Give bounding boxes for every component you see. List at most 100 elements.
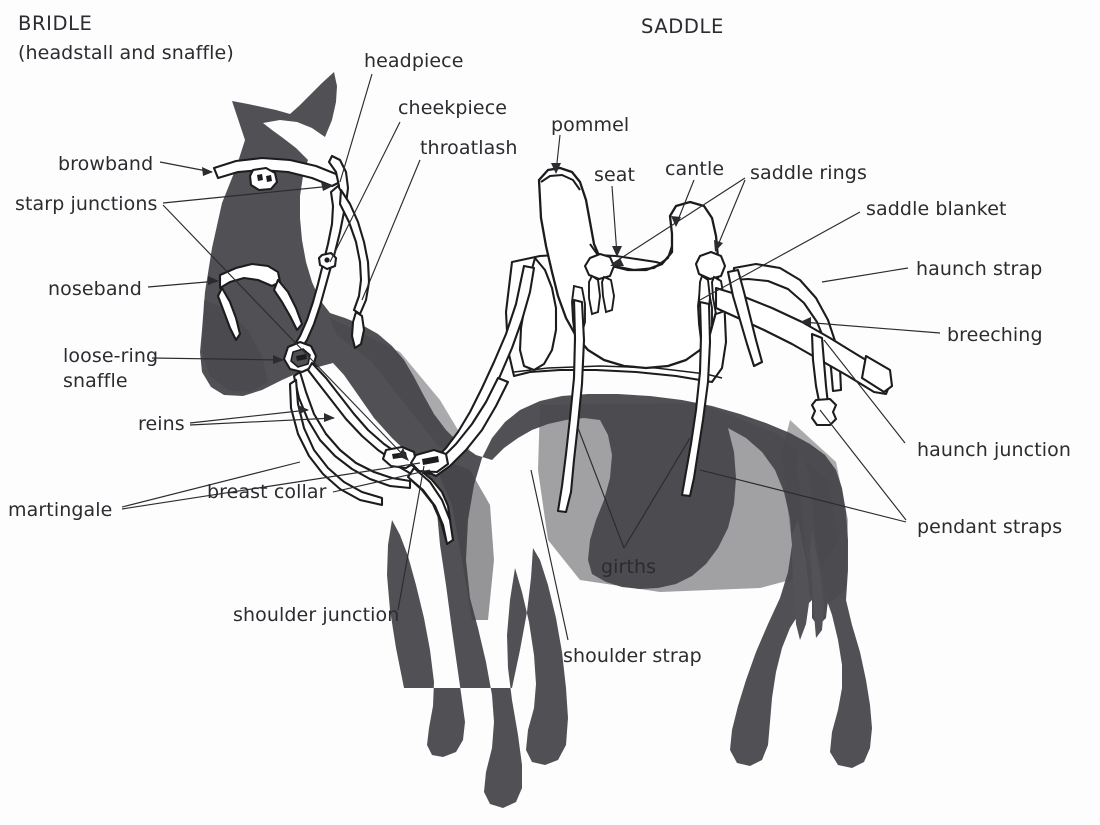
throatlash-strap	[338, 188, 371, 316]
leader-starp-2	[162, 204, 409, 461]
loose-ring-bit-mouthpiece	[296, 354, 307, 361]
leader-noseband-arrow	[208, 276, 219, 285]
label-snaffle: snaffle	[63, 370, 128, 392]
browband-ornament-detail-1	[257, 174, 263, 181]
label-haunch-junction: haunch junction	[917, 439, 1072, 461]
horse-tail-wisps	[792, 520, 824, 640]
leader-haunch-junction	[823, 339, 906, 444]
label-browband: browband	[58, 153, 154, 175]
leader-breeching-arrow	[800, 317, 811, 326]
leader-shoulder-junction	[397, 465, 425, 611]
leader-saddle-blanket	[699, 211, 861, 301]
saddle-ring-front-tails	[588, 274, 615, 316]
heading-bridle-line1: BRIDLE	[18, 12, 93, 35]
label-martingale: martingale	[8, 499, 113, 521]
haunch-hip-strap	[726, 268, 764, 368]
breeching-band	[714, 286, 892, 396]
chest-wrap-strap	[406, 466, 455, 546]
leader-lines	[121, 73, 941, 641]
browband-strap	[212, 156, 342, 188]
label-shoulder-strap: shoulder strap	[563, 645, 702, 667]
label-cheekpiece: cheekpiece	[398, 97, 508, 119]
label-saddle-blanket: saddle blanket	[866, 198, 1007, 220]
saddle-group	[504, 166, 728, 384]
leader-haunch-strap	[821, 267, 909, 283]
horse-body-shape	[200, 72, 872, 808]
label-reins: reins	[138, 413, 185, 435]
leader-girths-2	[623, 437, 691, 549]
leader-reins-2	[189, 417, 335, 426]
leader-snaffle	[151, 357, 284, 361]
leader-starp-arrow-1	[321, 182, 333, 191]
girth-front	[556, 298, 586, 514]
leader-pendant-1	[819, 409, 907, 521]
girth-group	[406, 264, 712, 546]
saddle-ring-rear	[694, 250, 727, 281]
label-seat: seat	[594, 164, 636, 186]
horse-shadow-shoulder	[430, 455, 494, 620]
leader-noseband	[147, 280, 219, 288]
leader-girths-1	[577, 427, 625, 549]
label-pommel: pommel	[551, 114, 630, 136]
horse-shadow-neck	[330, 318, 470, 450]
leader-browband-arrow	[202, 167, 213, 176]
saddle-ring-front	[583, 252, 616, 281]
leader-seat-arrow	[612, 246, 622, 257]
label-breeching: breeching	[947, 324, 1043, 346]
leader-snaffle-arrow	[273, 355, 284, 364]
browband-ornament-detail-2	[266, 175, 272, 182]
haunch-strap	[731, 262, 843, 393]
label-breast-collar: breast collar	[207, 481, 327, 503]
leader-martingale-1	[121, 462, 421, 510]
leader-seat	[611, 185, 618, 256]
saddle-pommel-edge	[540, 173, 581, 191]
throatlash-tail	[350, 310, 366, 350]
shoulder-strap-lower	[426, 376, 510, 478]
label-girths: girths	[601, 556, 657, 578]
horse-shadow-muzzle	[202, 300, 268, 392]
shoulder-junction-slot	[422, 456, 439, 465]
label-pendant-straps: pendant straps	[917, 516, 1063, 538]
leader-saddle-rings-arrow-1	[610, 258, 624, 266]
pendant-strap-end	[810, 397, 838, 427]
rein-loop-extra	[288, 378, 384, 507]
label-saddle-rings: saddle rings	[750, 162, 867, 184]
leader-saddle-rings-1	[611, 177, 746, 265]
leader-shoulder-strap	[530, 469, 569, 641]
label-headpiece: headpiece	[364, 50, 464, 72]
leader-breeching	[801, 321, 941, 334]
heading-bridle-line2: (headstall and snaffle)	[18, 42, 234, 64]
leader-martingale-2	[121, 461, 301, 508]
leader-throatlash	[361, 159, 421, 301]
girth-rear	[680, 300, 712, 498]
label-throatlash: throatlash	[420, 137, 518, 159]
label-noseband: noseband	[48, 278, 142, 300]
leader-reins-arrow-1	[298, 405, 309, 414]
breeching-group	[714, 262, 894, 427]
breeching-buckle	[860, 354, 894, 394]
heading-saddle: SADDLE	[641, 15, 724, 38]
horse-shadow-barrel	[538, 403, 838, 592]
label-haunch-strap: haunch strap	[916, 258, 1043, 280]
label-loose-ring: loose-ring	[63, 345, 159, 367]
leader-reins-1	[189, 409, 309, 424]
leader-reins-arrow-2	[324, 413, 335, 422]
noseband-side	[272, 278, 304, 332]
leader-pommel-arrow	[551, 163, 561, 174]
label-starp-junctions: starp junctions	[15, 193, 158, 215]
label-shoulder-junction: shoulder junction	[233, 604, 400, 626]
browband-ornament	[248, 166, 279, 192]
leader-starp-arrow-2	[398, 448, 409, 461]
leader-saddle-rings-arrow-2	[714, 240, 723, 252]
rein-lower	[292, 370, 412, 490]
noseband-lower	[216, 286, 242, 342]
leader-saddle-rings-2	[715, 179, 746, 251]
leader-cheekpiece	[329, 121, 401, 263]
label-cantle: cantle	[665, 158, 725, 180]
leader-pendant-2	[699, 469, 907, 523]
leader-breast-collar	[332, 469, 431, 493]
horse-silhouette	[200, 72, 872, 808]
cheekpiece-buckle-hole	[324, 257, 330, 263]
leader-cantle-arrow	[671, 216, 681, 227]
